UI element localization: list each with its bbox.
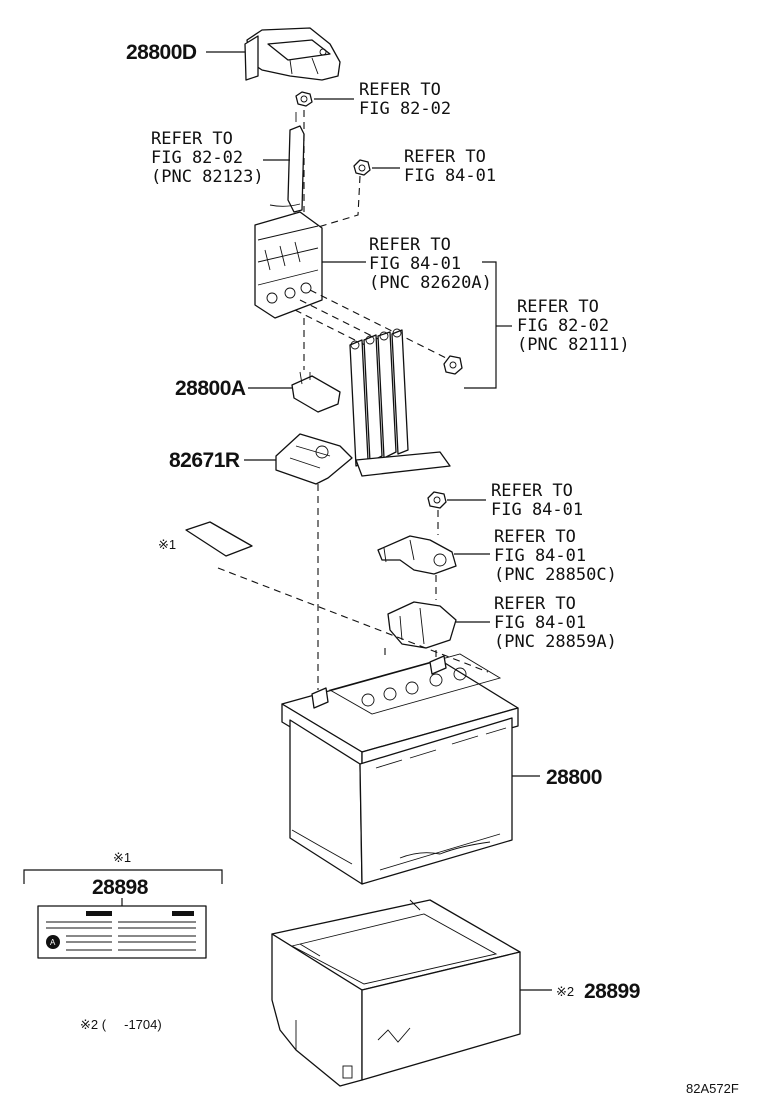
fuse-refer-line3: (PNC 82620A) bbox=[369, 273, 492, 293]
clamp-b-refer-line2[interactable]: FIG 84-01 bbox=[494, 613, 586, 633]
part-number-28800[interactable]: 28800 bbox=[546, 766, 602, 789]
wire-refer-line2[interactable]: FIG 82-02 bbox=[517, 316, 609, 336]
clamp-a-refer-line1: REFER TO bbox=[494, 527, 576, 547]
figure-code: 82A572F bbox=[686, 1081, 739, 1096]
nut-low-refer-line1: REFER TO bbox=[491, 481, 573, 501]
fuse-refer-line2[interactable]: FIG 84-01 bbox=[369, 254, 461, 274]
junction-block-82671R[interactable] bbox=[275, 433, 353, 485]
part-number-82671R[interactable]: 82671R bbox=[169, 449, 240, 472]
wire-harness bbox=[349, 328, 451, 477]
fuse-refer-line1: REFER TO bbox=[369, 235, 451, 255]
part-number-28800A[interactable]: 28800A bbox=[175, 377, 246, 400]
lower-nut bbox=[427, 491, 447, 509]
terminal-cover-28800D[interactable] bbox=[244, 27, 341, 81]
clamp-b-refer-line1: REFER TO bbox=[494, 594, 576, 614]
warning-label-sheet bbox=[185, 521, 253, 557]
note2-marker: ※2 bbox=[556, 984, 574, 999]
label-A-badge bbox=[46, 935, 60, 949]
wire-refer-line1: REFER TO bbox=[517, 297, 599, 317]
nut-mid-refer-line1: REFER TO bbox=[404, 147, 486, 167]
nut-low-refer-line2[interactable]: FIG 84-01 bbox=[491, 500, 583, 520]
nut-top-refer-line1: REFER TO bbox=[359, 80, 441, 100]
middle-nut bbox=[353, 159, 371, 176]
part-number-28898[interactable]: 28898 bbox=[92, 876, 149, 899]
nut-top-refer-line2[interactable]: FIG 82-02 bbox=[359, 99, 451, 119]
battery-tray-28899[interactable] bbox=[271, 899, 521, 1087]
note1-header: ※1 bbox=[113, 850, 131, 865]
fusible-link-block bbox=[254, 211, 323, 319]
note2-footnote: ※2 ( -1704) bbox=[80, 1017, 162, 1032]
cable-refer-line1: REFER TO bbox=[151, 129, 233, 149]
wire-refer-line3: (PNC 82111) bbox=[517, 335, 630, 355]
battery-28800[interactable] bbox=[281, 653, 519, 885]
part-number-28800D[interactable]: 28800D bbox=[126, 41, 197, 64]
label-A-text: A bbox=[50, 938, 56, 947]
nut-mid-refer-line2[interactable]: FIG 84-01 bbox=[404, 166, 496, 186]
note1-marker: ※1 bbox=[158, 537, 176, 552]
cable-refer-line2[interactable]: FIG 82-02 bbox=[151, 148, 243, 168]
cable-refer-line3: (PNC 82123) bbox=[151, 167, 264, 187]
caution-label-28898: A bbox=[37, 905, 207, 959]
wire-nut bbox=[443, 355, 463, 375]
terminal-clamp-28850C bbox=[377, 535, 457, 575]
part-number-28899[interactable]: 28899 bbox=[584, 980, 640, 1003]
bracket-28800A[interactable] bbox=[291, 371, 341, 413]
clamp-b-refer-line3: (PNC 28859A) bbox=[494, 632, 617, 652]
terminal-clamp-28859A bbox=[387, 601, 457, 649]
clamp-a-refer-line3: (PNC 28850C) bbox=[494, 565, 617, 585]
positive-cable bbox=[269, 112, 305, 213]
top-nut bbox=[295, 91, 313, 107]
clamp-a-refer-line2[interactable]: FIG 84-01 bbox=[494, 546, 586, 566]
